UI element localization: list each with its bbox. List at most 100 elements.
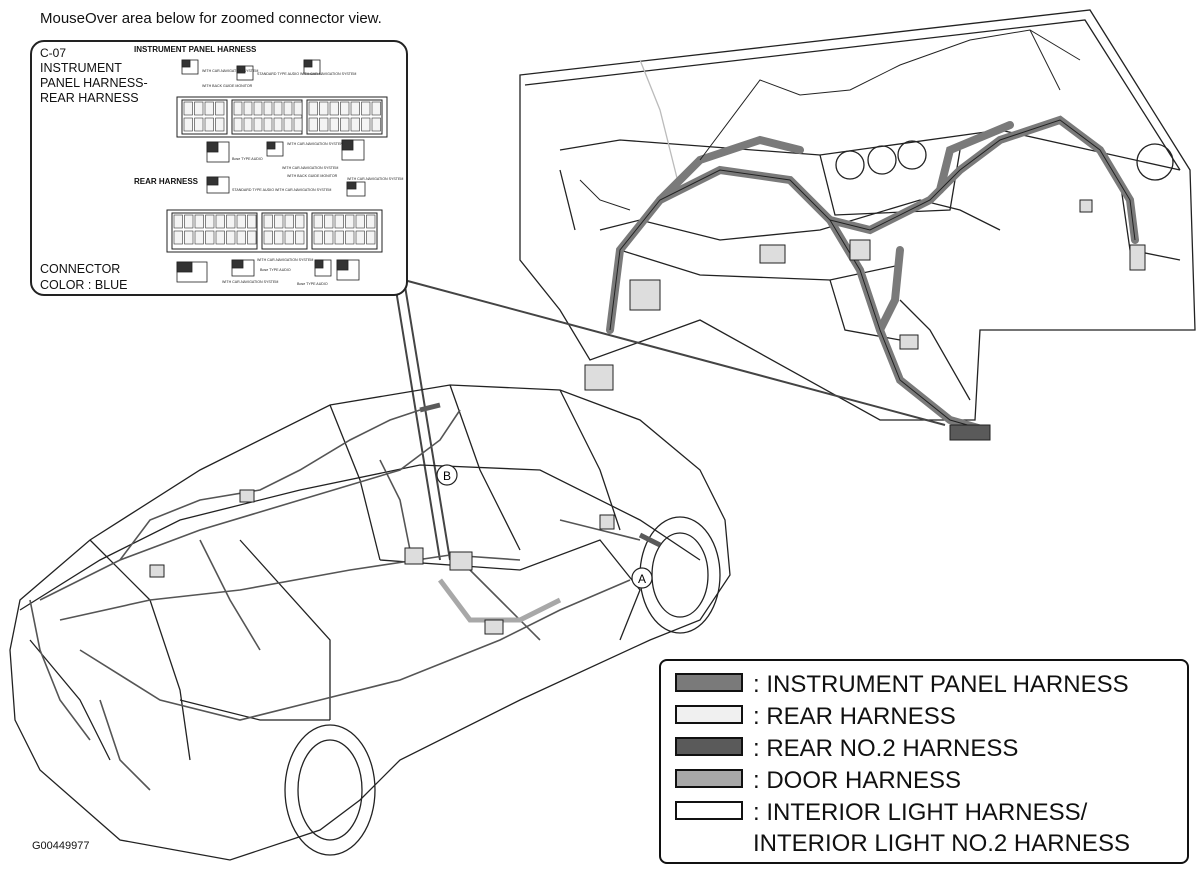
connector-pin [215, 230, 225, 245]
connector-pin [183, 101, 193, 116]
connector-pin [313, 214, 323, 229]
connector-pin [361, 117, 371, 132]
connector-pin [204, 101, 214, 116]
inset-note-5: Bose TYPE AUDIO [232, 157, 263, 161]
rear-harness-header: REAR HARNESS [134, 177, 199, 186]
connector-pin [371, 101, 381, 116]
inset-note-11: Bose TYPE AUDIO [260, 268, 291, 272]
connector-pin [233, 117, 243, 132]
harness-legend: : INSTRUMENT PANEL HARNESS : REAR HARNES… [659, 659, 1189, 864]
connector-pin [273, 101, 283, 116]
connector-pin [253, 117, 263, 132]
connector-pin [243, 101, 253, 116]
connector-pin [340, 117, 350, 132]
legend-label: : REAR NO.2 HARNESS [753, 735, 1019, 762]
connector-color: CONNECTOR COLOR : BLUE [40, 262, 128, 292]
connector-code: C-07 [40, 46, 67, 60]
connector-pin [205, 214, 215, 229]
legend-swatch [675, 673, 743, 692]
connector-pin [345, 214, 355, 229]
legend-item-rear: : REAR HARNESS [675, 701, 956, 732]
connector-pin [295, 214, 305, 229]
callout-a[interactable]: A [631, 567, 653, 589]
connector-pin [226, 230, 236, 245]
connector-pin [283, 117, 293, 132]
connector-pin [319, 101, 329, 116]
dashboard-connectors [584, 199, 1146, 441]
connector-pin [247, 214, 257, 229]
connector-pin [340, 101, 350, 116]
legend-label: : INTERIOR LIGHT HARNESS/ INTERIOR LIGHT… [753, 799, 1130, 857]
legend-swatch [675, 737, 743, 756]
inset-note-10: WITH CAR-NAVIGATION SYSTEM [257, 258, 314, 262]
connector-pin [350, 117, 360, 132]
connector-pin [366, 230, 376, 245]
legend-label: : INSTRUMENT PANEL HARNESS [753, 671, 1129, 698]
legend-item-door: : DOOR HARNESS [675, 765, 961, 796]
connector-pin [194, 117, 204, 132]
dashboard-drawing [519, 9, 1196, 421]
connector-pin [263, 101, 273, 116]
connector-pin [226, 214, 236, 229]
connector-pin [194, 101, 204, 116]
connector-pin [355, 214, 365, 229]
connector-pin [329, 117, 339, 132]
connector-pin [345, 230, 355, 245]
inset-note-9: WITH CAR-NAVIGATION SYSTEM [347, 177, 404, 181]
connector-pin [263, 230, 273, 245]
connector-pin [366, 214, 376, 229]
instrument-panel-harness-outline [579, 29, 1136, 431]
connector-pin [308, 101, 318, 116]
connector-pin [284, 230, 294, 245]
connector-pin [205, 230, 215, 245]
connector-pin [204, 117, 214, 132]
connector-pin [243, 117, 253, 132]
connector-zoom-inset[interactable]: C-07 INSTRUMENT PANEL HARNESS- REAR HARN… [30, 40, 408, 296]
instrument-panel-harness-header: INSTRUMENT PANEL HARNESS [134, 45, 257, 54]
mouseover-instruction: MouseOver area below for zoomed connecto… [40, 10, 382, 27]
connector-pin [247, 230, 257, 245]
inset-note-6: WITH CAR-NAVIGATION SYSTEM [282, 166, 339, 170]
connector-pin [215, 214, 225, 229]
connector-pin [313, 230, 323, 245]
legend-item-interior-light: : INTERIOR LIGHT HARNESS/ INTERIOR LIGHT… [675, 797, 1130, 859]
car-body-drawing [9, 384, 731, 861]
connector-pin [215, 117, 225, 132]
inset-note-3: STANDARD TYPE AUDIO WITH CAR-NAVIGATION … [257, 72, 357, 76]
connector-pin [350, 101, 360, 116]
connector-pin [283, 101, 293, 116]
connector-pin [194, 230, 204, 245]
car-harness-paths [29, 409, 641, 791]
connector-pin [184, 230, 194, 245]
figure-id: G00449977 [32, 840, 90, 852]
connector-title: INSTRUMENT PANEL HARNESS- REAR HARNESS [40, 61, 148, 105]
connector-pin [274, 230, 284, 245]
inset-note-7: WITH BACK GUIDE MONITOR [287, 174, 338, 178]
connector-pin [319, 117, 329, 132]
connector-pin [173, 230, 183, 245]
legend-label: : DOOR HARNESS [753, 767, 962, 794]
callout-b[interactable]: B [436, 464, 458, 486]
connector-pin [361, 101, 371, 116]
connector-pin [274, 214, 284, 229]
connector-pin [263, 117, 273, 132]
connector-pin [334, 230, 344, 245]
inset-note-4: WITH CAR-NAVIGATION SYSTEM [287, 142, 344, 146]
inset-note-8: STANDARD TYPE AUDIO WITH CAR-NAVIGATION … [232, 188, 332, 192]
connector-pin [308, 117, 318, 132]
car-rear-no2-harness [419, 402, 662, 548]
connector-pin [355, 230, 365, 245]
connector-pin [236, 214, 246, 229]
connector-pin [324, 230, 334, 245]
connector-pin [329, 101, 339, 116]
connector-pin [334, 214, 344, 229]
connector-face-drawing [166, 59, 388, 283]
connector-pin [253, 101, 263, 116]
connector-pin [324, 214, 334, 229]
connector-pin [233, 101, 243, 116]
connector-pin [194, 214, 204, 229]
connector-pin [263, 214, 273, 229]
connector-pin [371, 117, 381, 132]
leader-lines [395, 279, 946, 561]
